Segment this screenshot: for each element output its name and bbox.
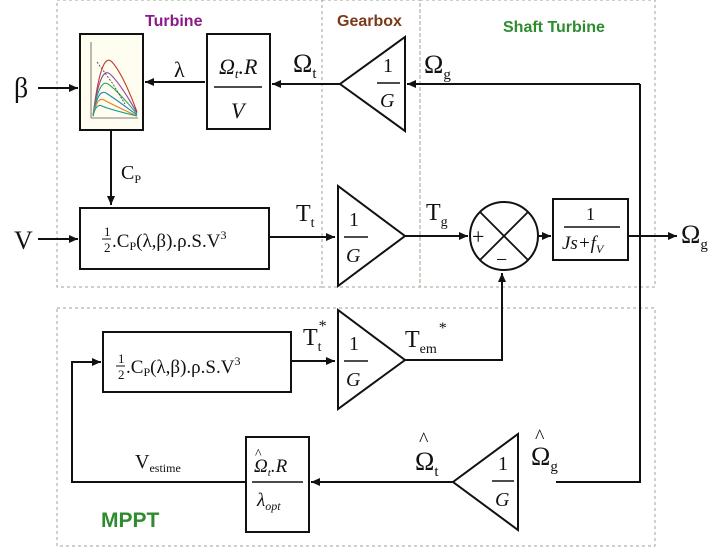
speed-estimator-block: ^ Ωt.R λopt xyxy=(245,436,310,533)
tem-star-label: Tem* xyxy=(405,320,447,357)
gearbox-mid-triangle: 1 G xyxy=(337,184,407,288)
gearbox-top-triangle: 1 G xyxy=(338,35,406,133)
aero-power-block: 1 2 .CP(λ,β).ρ.S.V3 xyxy=(79,207,270,270)
shaft-turbine-region xyxy=(419,0,656,288)
v-estime-label: Vestime xyxy=(135,451,181,475)
gearbox-mppt-triangle: 1 G xyxy=(337,308,407,411)
aero-power-mppt-block: 1 2 .CP(λ,β).ρ.S.V3 xyxy=(102,331,292,393)
svg-text:Js+fV: Js+fV xyxy=(562,233,605,256)
omega-t-hat-mark: ^ xyxy=(419,429,429,451)
svg-text:G: G xyxy=(380,90,395,112)
cp-curve-plot xyxy=(90,42,138,119)
svg-text:1: 1 xyxy=(118,351,125,366)
summer-plus: + xyxy=(472,224,484,249)
svg-text:G: G xyxy=(346,369,361,391)
cp-label: CP xyxy=(121,162,141,186)
v-estime-wire xyxy=(71,358,246,483)
mppt-region-label: MPPT xyxy=(101,509,160,532)
beta-label: β xyxy=(14,73,28,104)
svg-text:λopt: λopt xyxy=(256,490,281,513)
svg-text:1: 1 xyxy=(586,204,595,224)
tg-label: Tg xyxy=(426,200,448,230)
svg-text:.CP(λ,β).ρ.S.V3: .CP(λ,β).ρ.S.V3 xyxy=(112,228,226,253)
svg-text:1: 1 xyxy=(383,55,393,77)
omega-t-label: Ωt xyxy=(293,49,317,82)
shaft-turbine-region-label: Shaft Turbine xyxy=(503,19,605,36)
svg-text:.CP(λ,β).ρ.S.V3: .CP(λ,β).ρ.S.V3 xyxy=(126,354,240,379)
svg-text:G: G xyxy=(346,245,361,267)
svg-text:1: 1 xyxy=(349,209,359,231)
omega-g-hat-label: Ωg xyxy=(531,442,558,475)
cp-curve-block xyxy=(79,33,144,131)
svg-text:V: V xyxy=(231,98,247,123)
gearbox-bottom-triangle: 1 G xyxy=(451,432,519,532)
svg-text:1: 1 xyxy=(349,333,359,355)
omega-g-out-label: Ωg xyxy=(681,220,708,253)
tem-star-wire xyxy=(405,273,506,361)
omega-g-label: Ωg xyxy=(424,50,451,83)
summer-minus: − xyxy=(496,249,507,271)
gearbox-region-label: Gearbox xyxy=(337,13,402,30)
lambda-label: λ xyxy=(174,57,185,82)
omega-g-hat-mark: ^ xyxy=(535,426,545,448)
svg-text:^: ^ xyxy=(255,447,262,462)
svg-text:Ωt.R: Ωt.R xyxy=(219,54,258,81)
omega-t-hat-label: Ωt xyxy=(415,447,439,480)
turbine-region-label: Turbine xyxy=(145,13,203,30)
omega-g-down-wire xyxy=(556,236,641,483)
svg-text:2: 2 xyxy=(104,240,111,255)
svg-text:Ωt.R: Ωt.R xyxy=(254,456,288,479)
svg-text:2: 2 xyxy=(118,367,125,382)
shaft-block: 1 Js+fV xyxy=(552,198,629,261)
svg-text:1: 1 xyxy=(498,453,508,475)
v-label: V xyxy=(14,226,33,255)
tt-star-label: Tt* xyxy=(303,318,327,355)
summer-junction: + − xyxy=(469,201,539,271)
svg-text:1: 1 xyxy=(104,224,111,239)
mppt-region xyxy=(56,307,656,547)
lambda-calc-block: Ωt.R V xyxy=(206,33,271,130)
svg-text:G: G xyxy=(495,489,510,511)
tt-label: Tt xyxy=(296,201,315,231)
